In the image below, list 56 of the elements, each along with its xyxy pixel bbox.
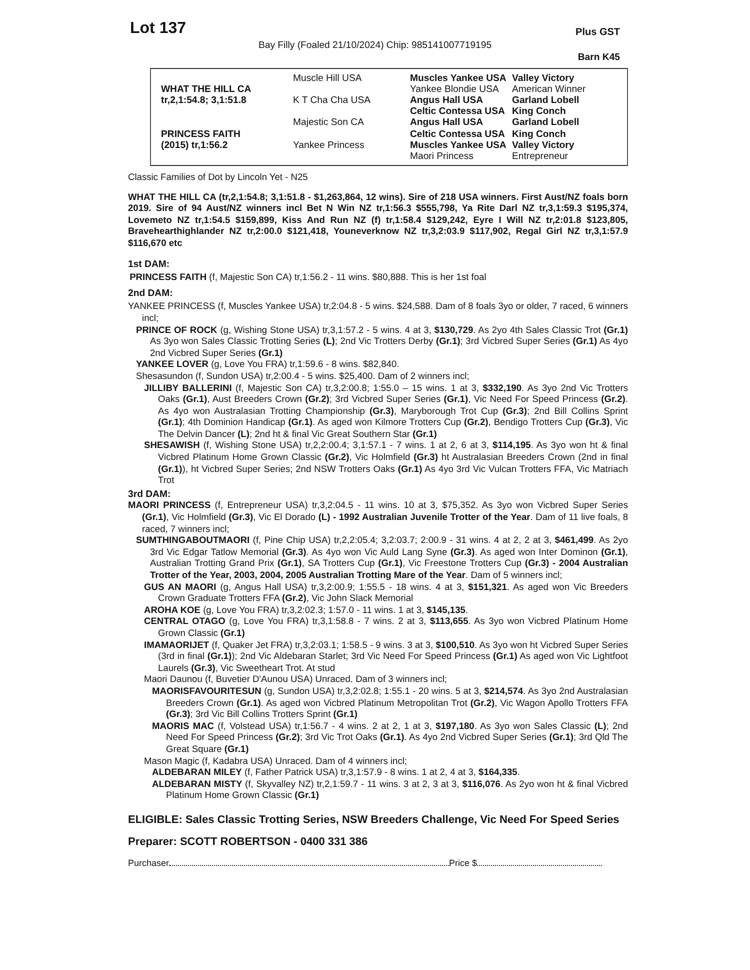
price-note: Plus GST — [576, 27, 620, 38]
horse-name: King Conch — [512, 106, 566, 118]
pedigree-paragraph: SUMTHINGABOUTMAORI (f, Pine Chip USA) tr,2,2:05.4; 3,2:03.7; 2:00.9 - 31 wins. 4 at 2, 2 at 3, $461,499. As 2yo 3rd Vic Edgar Tatlow Memorial (Gr.3). As 4yo won Vic Auld Lang Syne (Gr.3). As aged won Inter Dominon (Gr.1), Australian Trotting Grand Prix (Gr.1), SA Trotters Cup (Gr.1), Vic Freestone Trotters Cup (Gr.3) - 2004 Australian Trotter of the Year, 2003, 2004, 2005 Australian Trotting Mare of the Year. Dam of 5 winners incl; — [135, 535, 628, 582]
horse-name: King Conch — [512, 128, 566, 140]
pedigree-paragraph: MAORIS MAC (f, Volstead USA) tr,1:56.7 - 4 wins. 2 at 2, 1 at 3, $197,180. As 3yo won Sales Classic (L); 2nd Need For Speed Princess (Gr.2); 3rd Vic Trot Oaks (Gr.1). As 4yo 2nd Vicbred Super Series (Gr.1); 3rd Qld The Great Square (Gr.1) — [151, 720, 628, 756]
pedigree-paragraph: ALDEBARAN MISTY (f, Skyvalley NZ) tr,2,1:59.7 - 11 wins. 3 at 2, 3 at 3, $116,076. As 2yo won ht & final Vicbred Platinum Home Grown Classic (Gr.1) — [151, 778, 628, 802]
horse-name: Celtic Contessa USA — [410, 128, 505, 140]
pedigree-paragraph: Shesasundon (f, Sundon USA) tr,2:00.4 - 5 wins. $25,400. Dam of 2 winners incl; — [135, 370, 470, 382]
pedigree-paragraph: AROHA KOE (g, Love You FRA) tr,3,2:02.3; 1:57.0 - 11 wins. 1 at 3, $145,135. — [143, 604, 470, 616]
horse-name: Muscle Hill USA — [293, 73, 362, 84]
eligibility-note: ELIGIBLE: Sales Classic Trotting Series, NSW Breeders Challenge, Vic Need For Speed Series — [128, 814, 620, 827]
pedigree-paragraph: Mason Magic (f, Kadabra USA) Unraced. Dam of 4 winners incl; — [143, 756, 408, 768]
horse-name: American Winner — [512, 84, 586, 96]
pedigree-paragraph: JILLIBY BALLERINI (f, Majestic Son CA) tr,3,2:00.8; 1:55.0 – 15 wins. 1 at 3, $332,190. As 3yo 2nd Vic Trotters Oaks (Gr.1), Aust Breeders Crown (Gr.2); 3rd Vicbred Super Series (Gr.1), Vic Need For Speed Princess (Gr.2). As 4yo won Australasian Trotting Championship (Gr.3), Maryborough Trot Cup (Gr.3); 2nd Bill Collins Sprint (Gr.1); 4th Dominion Handicap (Gr.1). As aged won Kilmore Trotters Cup (Gr.2), Bendigo Trotters Cup (Gr.3), Vic The Delvin Dancer (L); 2nd ht & final Vic Great Southern Star (Gr.1) — [143, 382, 628, 440]
horse-name: Angus Hall USA — [410, 95, 484, 106]
preparer-contact: Preparer: SCOTT ROBERTSON - 0400 331 386 — [128, 836, 369, 848]
family-note: Classic Families of Dot by Lincoln Yet - N25 — [128, 172, 309, 184]
pedigree-paragraph: YANKEE LOVER (g, Love You FRA) tr,1:59.6 - 8 wins. $82,840. — [135, 359, 400, 371]
barn-number: Barn K45 — [578, 52, 620, 63]
price-label: Price $ — [449, 858, 478, 868]
horse-name: PRINCESS FAITH — [161, 128, 240, 140]
purchaser-label: Purchaser — [128, 858, 170, 868]
horse-name: Yankee Princess — [293, 140, 364, 151]
section-heading: 3rd DAM: — [128, 488, 172, 500]
pedigree-paragraph: CENTRAL OTAGO (g, Love You FRA) tr,3,1:58.8 - 7 wins. 2 at 3, $113,655. As 3yo won Vicbred Platinum Home Grown Classic (Gr.1) — [143, 616, 628, 640]
horse-name: Entrepreneur — [512, 150, 568, 162]
horse-name: Valley Victory — [512, 73, 574, 84]
horse-name: K T Cha Cha USA — [293, 95, 370, 106]
foaling-details: Bay Filly (Foaled 21/10/2024) Chip: 985141007719195 — [258, 40, 492, 51]
horse-name: Angus Hall USA — [410, 117, 484, 128]
horse-name: Muscles Yankee USA — [410, 140, 506, 151]
horse-name: Garland Lobell — [512, 95, 580, 106]
pedigree-paragraph: GUS AN MAORI (g, Angus Hall USA) tr,3,2:00.9; 1:55.5 - 18 wins. 4 at 3, $151,321. As aged won Vic Breeders Crown Graduate Trotters FFA (Gr.2), Vic John Slack Memorial — [143, 582, 628, 605]
pedigree-paragraph: YANKEE PRINCESS (f, Muscles Yankee USA) tr,2:04.8 - 5 wins. $24,588. Dam of 8 foals 3yo or older, 7 raced, 6 winners incl; — [128, 301, 628, 325]
pedigree-paragraph: IMAMAORIJET (f, Quaker Jet FRA) tr,3,2:03.1; 1:58.5 - 9 wins. 3 at 3, $100,510. As 3yo won ht Vicbred Super Series (3rd in final (Gr.1)); 2nd Vic Aldebaran Starlet; 3rd Vic Need For Speed Princess (Gr.1) As aged won Vic Lightfoot Laurels (Gr.3), Vic Sweetheart Trot. At stud — [143, 640, 628, 674]
horse-name: Majestic Son CA — [293, 117, 364, 128]
horse-name: WHAT THE HILL CA — [161, 84, 252, 96]
horse-name: Maori Princess — [410, 150, 474, 162]
horse-name: Muscles Yankee USA — [410, 73, 506, 84]
horse-name: Valley Victory — [512, 140, 574, 151]
pedigree-paragraph: ALDEBARAN MILEY (f, Father Patrick USA) tr,3,1:57.9 - 8 wins. 1 at 2, 4 at 3, $164,335. — [151, 767, 521, 779]
horse-name: Yankee Blondie USA — [410, 84, 499, 96]
pedigree-paragraph: MAORI PRINCESS (f, Entrepreneur USA) tr,3,2:04.5 - 11 wins. 10 at 3, $75,352. As 3yo won Vicbred Super Series (Gr.1), Vic Holmfield (Gr.3), Vic El Dorado (L) - 1992 Australian Juvenile Trotter of the Year. Dam of 11 live foals, 8 raced, 7 winners incl; — [128, 500, 628, 536]
pedigree-paragraph: PRINCE OF ROCK (g, Wishing Stone USA) tr,3,1:57.2 - 5 wins. 4 at 3, $130,729. As 2yo 4th Sales Classic Trot (Gr.1) As 3yo won Sales Classic Trotting Series (L); 2nd Vic Trotters Derby (Gr.1); 3rd Vicbred Super Series (Gr.1) As 4yo 2nd Vicbred Super Series (Gr.1) — [135, 324, 628, 360]
pedigree-paragraph: MAORISFAVOURITESUN (g, Sundon USA) tr,3,2:02.8; 1:55.1 - 20 wins. 5 at 3, $214,574. As 3yo 2nd Australasian Breeders Crown (Gr.1). As aged won Vicbred Platinum Metropolitan Trot (Gr.2), Vic Wagon Apollo Trotters FFA (Gr.3); 3rd Vic Bill Collins Trotters Sprint (Gr.1) — [151, 686, 628, 721]
sire-summary: WHAT THE HILL CA (tr,2,1:54.8; 3,1:51.8 - $1,263,864, 12 wins). Sire of 218 USA winners. First Aust/NZ foals born 2019. Sire of 94 Aust/NZ winners incl Bet N Win NZ tr,1:56.3 $555,798, Ya Rite Darl NZ tr,3,1:59.3 $195,374, Lovemeto NZ tr,1:54.5 $159,899, Kiss And Run NZ (f) tr,1:58.4 $129,242, Eyre I Will NZ tr,2:01.8 $123,805, Bravehearthighlander NZ tr,2:00.0 $121,418, Youneverknow NZ tr,3,2:03.9 $117,902, Regal Girl NZ tr,3,1:57.9 $116,670 etc — [128, 192, 628, 250]
race-record: tr,2,1:54.8; 3,1:51.8 — [161, 95, 246, 106]
pedigree-paragraph: PRINCESS FAITH (f, Majestic Son CA) tr,1:56.2 - 11 wins. $80,888. This is her 1st foal — [128, 272, 488, 284]
section-heading: 1st DAM: — [128, 258, 171, 270]
horse-name: Celtic Contessa USA — [410, 106, 505, 118]
lot-number: Lot 137 — [130, 20, 186, 38]
pedigree-paragraph: SHESAWISH (f, Wishing Stone USA) tr,2,2:00.4; 3,1:57.1 - 7 wins. 1 at 2, 6 at 3, $114,195. As 3yo won ht & final Vicbred Platinum Home Grown Classic (Gr.2), Vic Holmfield (Gr.3) ht Australasian Breeders Crown (2nd in final (Gr.1)), ht Vicbred Super Series; 2nd NSW Trotters Oaks (Gr.1) As 4yo 3rd Vic Vulcan Trotters FFA, Vic Matriach Trot — [143, 440, 628, 487]
section-heading: 2nd DAM: — [128, 288, 174, 300]
horse-name: Garland Lobell — [512, 117, 580, 128]
race-record: (2015) tr,1:56.2 — [161, 140, 228, 151]
pedigree-paragraph: Maori Daunou (f, Buvetier D'Aunou USA) Unraced. Dam of 3 winners incl; — [143, 674, 448, 686]
